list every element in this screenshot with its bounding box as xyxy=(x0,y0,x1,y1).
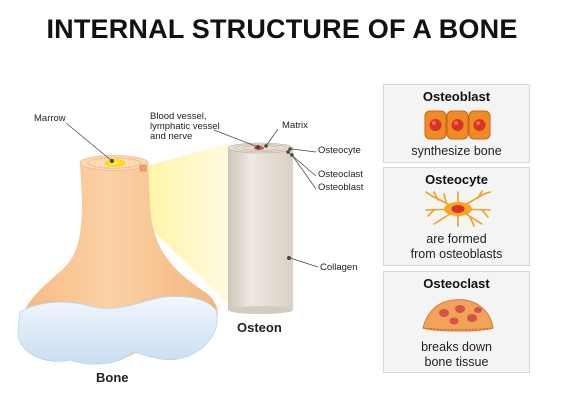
matrix-label: Matrix xyxy=(282,120,308,131)
osteon-bottom xyxy=(228,306,293,314)
osteon-cylinder xyxy=(228,148,293,310)
card-description: breaks down xyxy=(421,340,492,354)
vessel-label-line2: lymphatic vessel xyxy=(150,121,220,132)
card-osteoblast: Osteoblast synthesize bone xyxy=(383,84,530,163)
osteon-lamellae xyxy=(234,144,287,152)
marrow-label: Marrow xyxy=(34,113,66,124)
osteon-caption: Osteon xyxy=(237,320,282,335)
bone-section-marker xyxy=(139,164,147,172)
osteoblast-label: Osteoblast xyxy=(318,182,364,193)
card-osteoclast: Osteoclast breaks down bone tissue xyxy=(383,271,530,373)
osteoclast-label: Osteoclast xyxy=(318,169,363,180)
card-description-line2: from osteoblasts xyxy=(410,247,503,261)
card-title: Osteoblast xyxy=(422,89,491,104)
page-title: INTERNAL STRUCTURE OF A BONE xyxy=(46,14,518,44)
osteoclast-cell-icon xyxy=(422,299,494,332)
bone-caption: Bone xyxy=(96,370,129,385)
card-description-line2: bone tissue xyxy=(424,355,489,369)
marrow-core xyxy=(105,159,125,167)
card-title: Osteocyte xyxy=(425,172,488,187)
zoom-cone xyxy=(140,142,232,308)
bone-cartilage xyxy=(17,295,218,365)
vessel-label-line3: and nerve xyxy=(150,131,193,142)
card-description: synthesize bone xyxy=(411,144,502,158)
card-title: Osteoclast xyxy=(423,276,490,291)
osteoblast-cells-icon xyxy=(424,110,491,140)
osteocyte-cell-icon xyxy=(425,190,491,227)
vessel-label-line1: Blood vessel, xyxy=(150,111,207,122)
card-description: are formed xyxy=(426,232,487,246)
card-osteocyte: Osteocyte are formed from osteoblasts xyxy=(383,167,530,266)
osteocyte-label: Osteocyte xyxy=(318,145,361,156)
collagen-label: Collagen xyxy=(320,262,358,273)
bone-cortex-ring xyxy=(87,157,141,169)
osteon-lamellae-inner xyxy=(242,145,279,151)
